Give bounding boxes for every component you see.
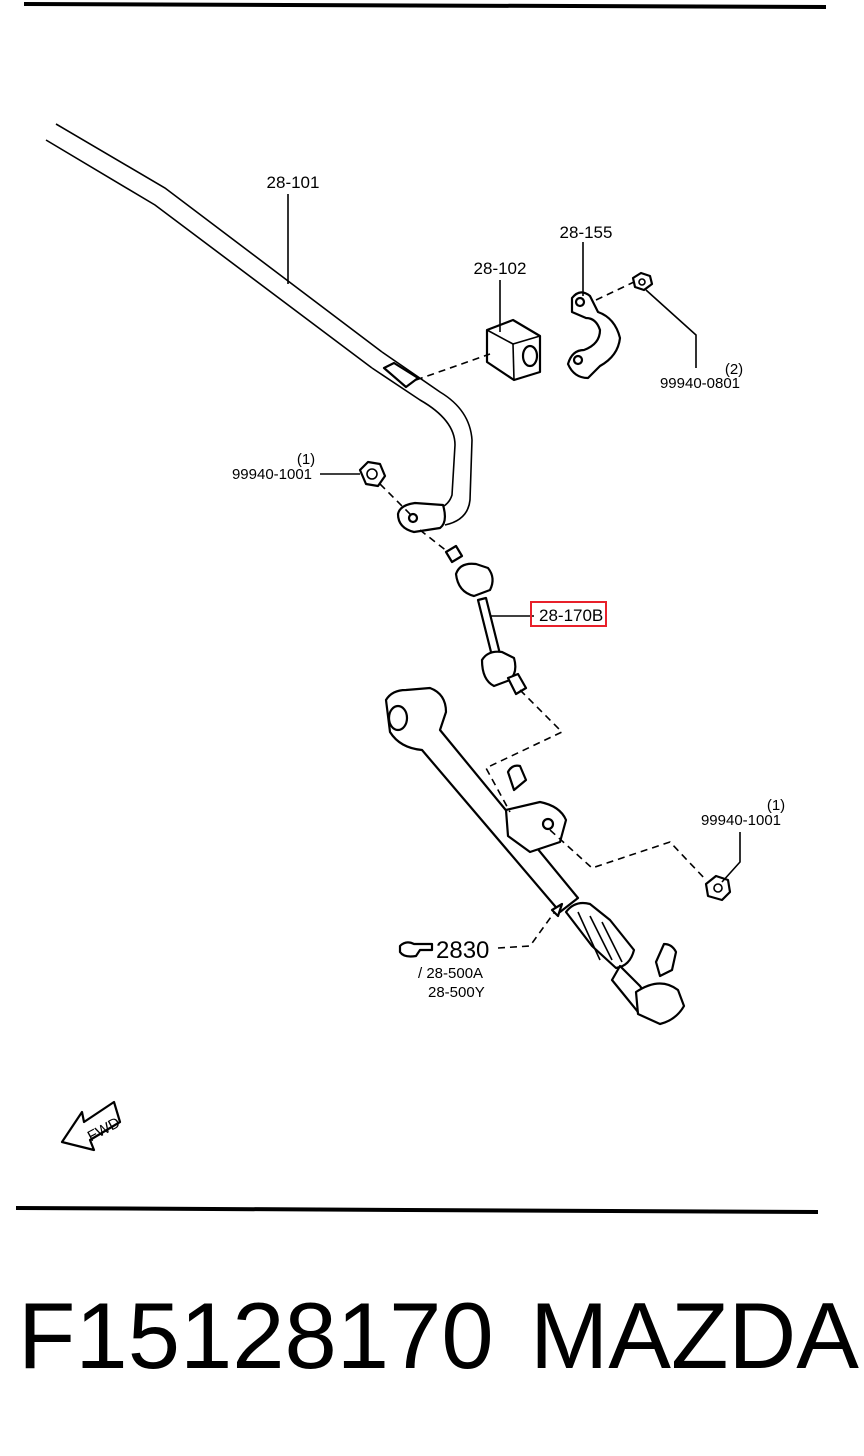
label-ref-sub2: 28-500Y — [428, 984, 485, 1001]
bottom-border-line — [15, 1206, 819, 1214]
label-upper-nut: 99940-1001 — [232, 466, 312, 483]
label-bushing: 28-102 — [474, 259, 527, 278]
label-upper-nut-qty: (1) — [297, 451, 315, 468]
assembly-dashed-lines — [379, 281, 707, 881]
label-link-highlighted[interactable]: 28-170B — [539, 606, 603, 625]
label-bracket: 28-155 — [560, 223, 613, 242]
label-bracket-bolt-qty: (2) — [725, 361, 743, 378]
highlight-box — [530, 601, 607, 627]
stabilizer-link[interactable] — [444, 544, 528, 696]
footer-brand: MAZDA — [530, 1283, 859, 1388]
stabilizer-bar[interactable] — [45, 123, 473, 534]
upper-nut[interactable] — [358, 460, 387, 488]
lower-nut[interactable] — [704, 874, 732, 902]
top-border-line — [23, 2, 827, 9]
bracket-nut[interactable] — [631, 271, 654, 292]
label-bracket-bolt: 99940-0801 — [660, 375, 740, 392]
label-lower-nut-qty: (1) — [767, 797, 785, 814]
bushing[interactable] — [485, 318, 542, 382]
label-ref-main[interactable]: 2830 — [436, 937, 489, 964]
label-ref-sub1: / 28-500A — [418, 965, 483, 982]
leader-lines — [287, 194, 741, 949]
lower-control-arm[interactable] — [384, 686, 686, 1026]
label-stabilizer-bar: 28-101 — [267, 173, 320, 192]
footer-part-number: F15128170 — [18, 1283, 494, 1388]
bracket[interactable] — [566, 291, 622, 380]
reference-pointer-icon — [398, 941, 434, 958]
fwd-arrow-icon: FWD — [60, 1100, 123, 1152]
label-lower-nut: 99940-1001 — [701, 812, 781, 829]
